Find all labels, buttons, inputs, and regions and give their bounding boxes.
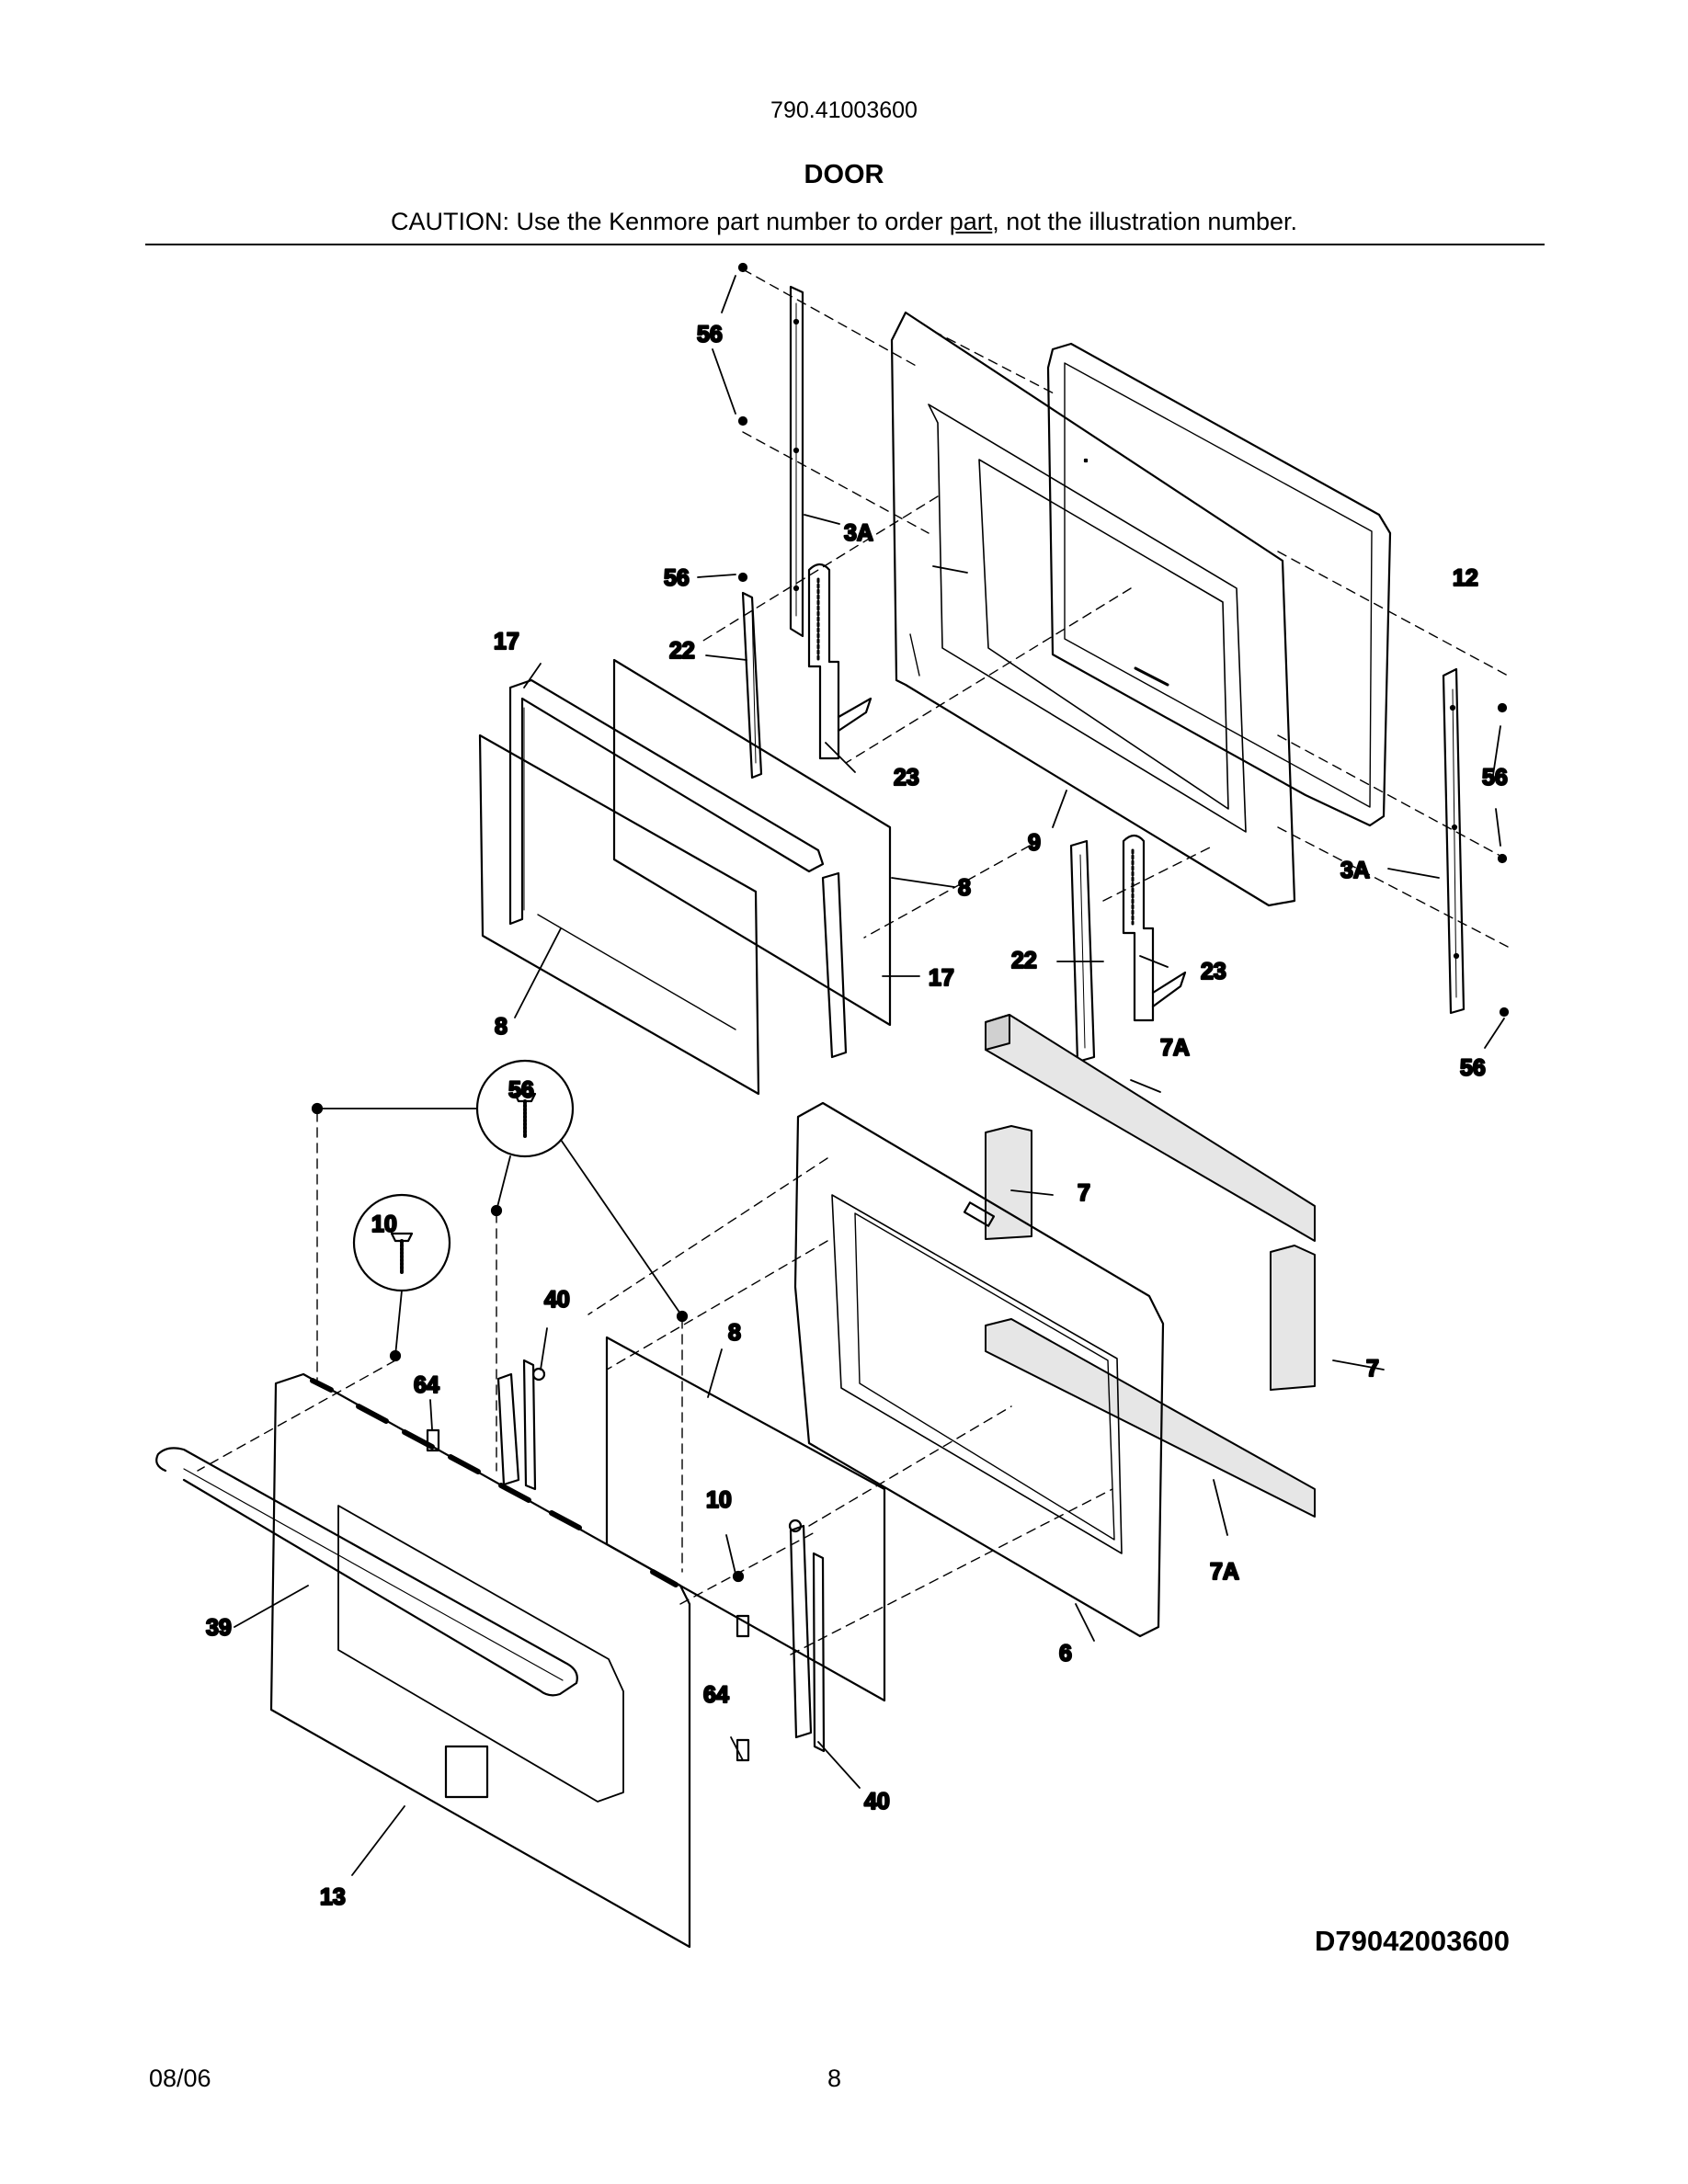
label-40-left: 40 (544, 1287, 570, 1313)
label-56-right-lower: 56 (1460, 1055, 1486, 1081)
hinge-receptacle-right (1069, 839, 1096, 1064)
label-7a-top: 7A (1160, 1035, 1190, 1061)
label-40-right: 40 (864, 1789, 890, 1814)
spacer-right-lower (736, 1738, 750, 1762)
caution-note: CAUTION: Use the Kenmore part number to … (0, 208, 1688, 236)
label-6: 6 (1059, 1641, 1072, 1666)
screw-detail-56 (475, 1059, 575, 1158)
label-56-mid: 56 (664, 565, 690, 591)
spacer-right-upper (736, 1614, 750, 1638)
handle-bracket-right (788, 1519, 826, 1753)
label-10-detail: 10 (371, 1211, 397, 1237)
label-10-lower: 10 (706, 1487, 732, 1513)
caution-part-link: part (949, 208, 993, 235)
caution-text: CAUTION: Use the Kenmore part number to … (391, 208, 950, 235)
label-17-top: 17 (494, 629, 519, 654)
door-handle (155, 1447, 578, 1697)
label-8-door-glass: 8 (728, 1320, 741, 1346)
label-22-left: 22 (669, 638, 695, 664)
outer-door-panel (269, 1372, 691, 1949)
model-number: 790.41003600 (770, 97, 918, 123)
glass-panel-inner (612, 658, 892, 1027)
hinge-left (807, 563, 873, 760)
label-3a-right: 3A (1340, 858, 1370, 883)
header-divider (145, 244, 1545, 245)
door-liner-seal (1046, 342, 1392, 827)
label-13: 13 (320, 1884, 346, 1910)
label-23-right: 23 (1201, 959, 1226, 984)
inner-door-panel (793, 1101, 1165, 1638)
glass-frame-17 (508, 678, 848, 1059)
label-3a-left: 3A (844, 520, 873, 546)
label-39: 39 (206, 1615, 232, 1641)
label-64-right: 64 (703, 1682, 729, 1708)
label-23-left: 23 (894, 765, 919, 791)
label-12: 12 (1453, 565, 1478, 591)
label-56-right-upper: 56 (1482, 765, 1508, 791)
label-22-right: 22 (1011, 948, 1037, 973)
label-56-upper: 56 (697, 322, 723, 347)
glass-panel-outer (478, 734, 760, 1096)
door-glass-lower (605, 1336, 886, 1702)
screw-56-group (737, 262, 1510, 1018)
leader-lines (234, 275, 1505, 1876)
label-9: 9 (1028, 830, 1041, 856)
hinge-right (1122, 834, 1187, 1022)
insulation-set (985, 1014, 1316, 1518)
label-8-glass-outer: 8 (495, 1014, 508, 1040)
spacer-left (426, 1428, 440, 1452)
page-title: DOOR (804, 160, 884, 189)
hinge-support-left (789, 285, 804, 638)
assembly-guide-lines (197, 268, 1509, 1655)
label-8-glass-inner: 8 (958, 875, 971, 901)
label-64-left: 64 (414, 1372, 439, 1398)
footer-date: 08/06 (149, 2065, 211, 2092)
label-56-detail: 56 (508, 1077, 534, 1103)
door-liner-frame (890, 311, 1296, 907)
label-7-right: 7 (1366, 1356, 1379, 1382)
handle-bracket-left (496, 1359, 546, 1491)
label-7a-bottom: 7A (1210, 1559, 1239, 1585)
label-17-mid: 17 (929, 965, 954, 991)
page-number: 8 (827, 2065, 842, 2092)
caution-text-end: , not the illustration number. (992, 208, 1297, 235)
hinge-receptacle-left (741, 591, 763, 779)
screw-detail-10 (352, 1193, 451, 1292)
label-7-left: 7 (1078, 1180, 1090, 1206)
diagram-id: D79042003600 (1315, 1925, 1511, 1957)
hinge-support-right (1442, 667, 1466, 1015)
